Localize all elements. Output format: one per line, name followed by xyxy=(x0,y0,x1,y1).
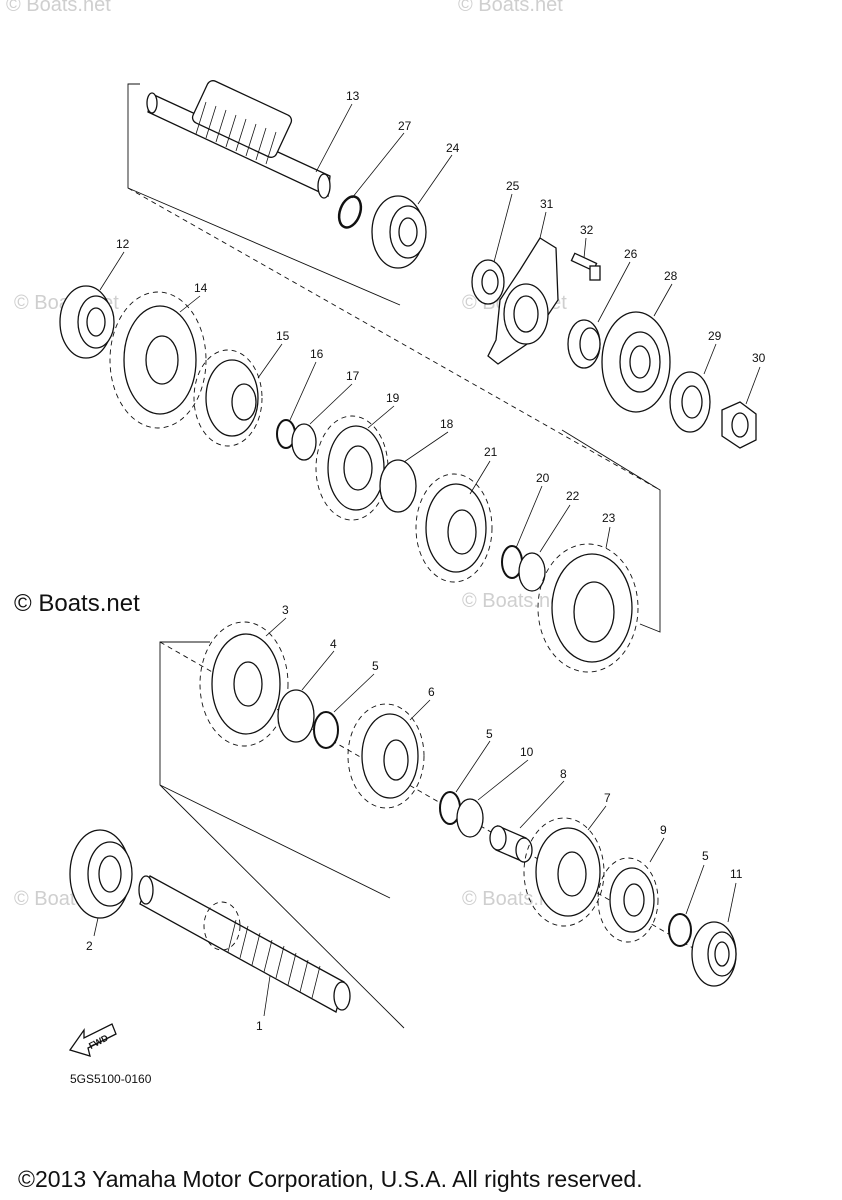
bearing-2 xyxy=(69,829,133,919)
lock-washer xyxy=(669,371,711,433)
washer xyxy=(518,552,546,592)
callout-label: 13 xyxy=(346,89,360,103)
bushing xyxy=(489,825,533,863)
bearing-11 xyxy=(691,921,737,987)
callout-label: 5 xyxy=(702,849,709,863)
fwd-arrow-icon: FWD xyxy=(68,1023,117,1057)
callout-label: 25 xyxy=(506,179,520,193)
bearing-24 xyxy=(371,195,427,269)
callout-label: 21 xyxy=(484,445,498,459)
callout-label: 24 xyxy=(446,141,460,155)
diagram-code: 5GS5100-0160 xyxy=(70,1072,152,1086)
watermark: © Boats.net xyxy=(6,0,111,16)
callout-label: 5 xyxy=(486,727,493,741)
callout-label: 19 xyxy=(386,391,400,405)
gear-23 xyxy=(537,543,639,673)
gear-9 xyxy=(597,857,659,943)
gear-15 xyxy=(193,349,263,447)
drive-axle xyxy=(138,875,351,1013)
callout-label: 2 xyxy=(86,939,93,953)
washer xyxy=(277,689,315,743)
callout-label: 17 xyxy=(346,369,360,383)
main-axle xyxy=(146,80,331,199)
gear-7 xyxy=(523,817,605,927)
callout-label: 15 xyxy=(276,329,290,343)
brand-watermark: © Boats.net xyxy=(14,590,140,617)
washer xyxy=(379,459,417,513)
washer xyxy=(456,798,484,838)
callout-label: 23 xyxy=(602,511,616,525)
callout-label: 26 xyxy=(624,247,638,261)
callout-label: 28 xyxy=(664,269,678,283)
callout-label: 29 xyxy=(708,329,722,343)
gear-19 xyxy=(315,415,389,521)
circlip xyxy=(337,195,363,229)
lower-assembly-bracket xyxy=(159,641,391,899)
watermark: © Boats.net xyxy=(462,590,567,612)
callout-label: 31 xyxy=(540,197,554,211)
callout-label: 1 xyxy=(256,1019,263,1033)
drive-sprocket xyxy=(601,311,671,413)
callout-label: 32 xyxy=(580,223,594,237)
nut xyxy=(721,401,757,449)
callout-label: 22 xyxy=(566,489,580,503)
gear-6 xyxy=(347,703,425,809)
watermark: © Boats.net xyxy=(458,0,563,16)
callout-label: 7 xyxy=(604,791,611,805)
callout-label: 8 xyxy=(560,767,567,781)
retainer-plate xyxy=(487,237,559,365)
upper-assembly-right-edge xyxy=(561,429,661,633)
gear-3 xyxy=(199,621,289,747)
callout-label: 16 xyxy=(310,347,324,361)
callout-label: 11 xyxy=(730,867,743,881)
oil-seal xyxy=(471,259,505,305)
callout-label: 6 xyxy=(428,685,435,699)
callout-label: 5 xyxy=(372,659,379,673)
bearing-12 xyxy=(59,285,115,359)
upper-axis-line xyxy=(127,187,661,491)
callout-label: 9 xyxy=(660,823,667,837)
collar xyxy=(567,319,601,369)
circlip xyxy=(313,711,339,749)
callout-label: 20 xyxy=(536,471,550,485)
gear-21 xyxy=(415,473,493,583)
callout-labels: 1 2 3 4 5 5 5 5 6 7 8 9 10 11 12 13 14 1… xyxy=(86,89,766,1033)
callout-label: 18 xyxy=(440,417,454,431)
copyright-notice: ©2013 Yamaha Motor Corporation, U.S.A. A… xyxy=(18,1166,643,1192)
callout-label: 12 xyxy=(116,237,130,251)
callout-label: 4 xyxy=(330,637,337,651)
leader-lines xyxy=(93,103,761,1017)
lower-assembly-bottom xyxy=(159,784,405,1029)
washer xyxy=(291,423,317,461)
gear-14 xyxy=(109,291,207,429)
callout-label: 3 xyxy=(282,603,289,617)
upper-assembly-bracket xyxy=(127,83,401,306)
circlip xyxy=(668,913,692,947)
bolt xyxy=(570,252,601,281)
callout-label: 30 xyxy=(752,351,766,365)
callout-label: 10 xyxy=(520,745,534,759)
callout-label: 14 xyxy=(194,281,208,295)
callout-label: 27 xyxy=(398,119,412,133)
